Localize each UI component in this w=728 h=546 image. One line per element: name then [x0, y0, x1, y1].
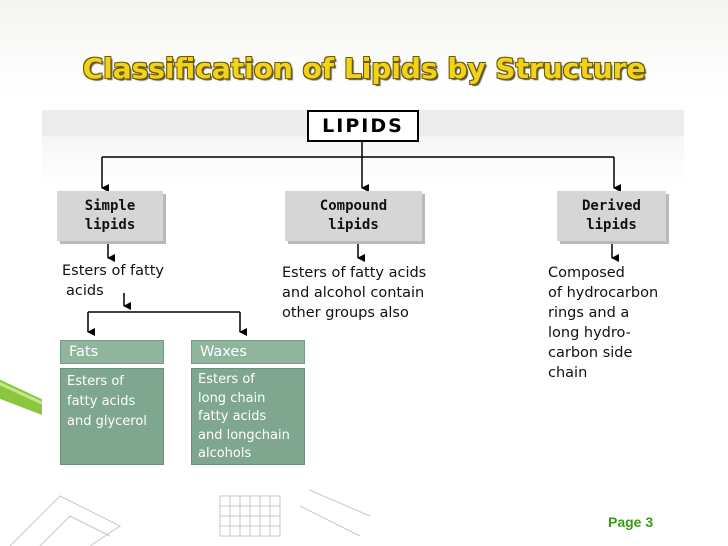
desc-line: Esters of	[198, 372, 255, 387]
category-derived-lipids: Derived lipids	[557, 191, 666, 241]
desc-line: Esters of	[67, 374, 124, 389]
decorative-green-tube	[0, 379, 50, 415]
desc-line: long chain	[198, 390, 266, 406]
subtype-waxes-body: Esters of long chain fatty acids and lon…	[191, 368, 305, 465]
desc-word: Esters	[62, 263, 107, 279]
desc-line: chain	[548, 365, 588, 381]
desc-line: of hydrocarbon	[548, 285, 659, 301]
derived-lipids-description: Composed of hydrocarbon rings and a long…	[548, 263, 658, 383]
subtype-fats-header: Fats	[60, 340, 164, 364]
desc-line: long hydro-	[548, 325, 631, 341]
desc-line: alcohols	[198, 446, 252, 461]
desc-line: and alcohol contain	[282, 285, 425, 301]
category-compound-lipids: Compound lipids	[285, 191, 422, 241]
subtype-waxes-header: Waxes	[191, 340, 305, 364]
category-line2: lipids	[84, 217, 136, 233]
category-line1: Simple	[84, 198, 136, 214]
decorative-sketch	[9, 485, 371, 546]
desc-line: Composed	[548, 265, 625, 281]
desc-line: Esters of fatty acids	[282, 265, 427, 281]
desc-line: fatty acids	[198, 409, 267, 424]
desc-line: other groups also	[282, 305, 409, 321]
desc-line: fatty acids	[67, 394, 136, 409]
root-lipids-box: LIPIDS	[307, 110, 419, 142]
category-line2: lipids	[328, 217, 379, 233]
desc-line: carbon side	[548, 345, 633, 361]
compound-lipids-description: Esters of fatty acids and alcohol contai…	[282, 263, 426, 323]
category-simple-lipids: Simple lipids	[57, 191, 163, 241]
subtype-fats-body: Esters of fatty acids and glycerol	[60, 368, 164, 465]
simple-lipids-description: Esters of fatty acids	[62, 261, 164, 301]
desc-line: and glycerol	[67, 414, 147, 429]
desc-line: rings and a	[548, 305, 630, 321]
category-line1: Derived	[581, 198, 641, 214]
desc-word: of fatty	[111, 263, 164, 279]
page-number-label: Page 3	[608, 514, 654, 530]
category-line1: Compound	[319, 198, 388, 214]
desc-line: and longchain	[198, 427, 290, 443]
category-line2: lipids	[586, 217, 637, 233]
slide-title: Classification of Lipids by Structure	[82, 52, 646, 85]
desc-line: acids	[66, 283, 104, 299]
